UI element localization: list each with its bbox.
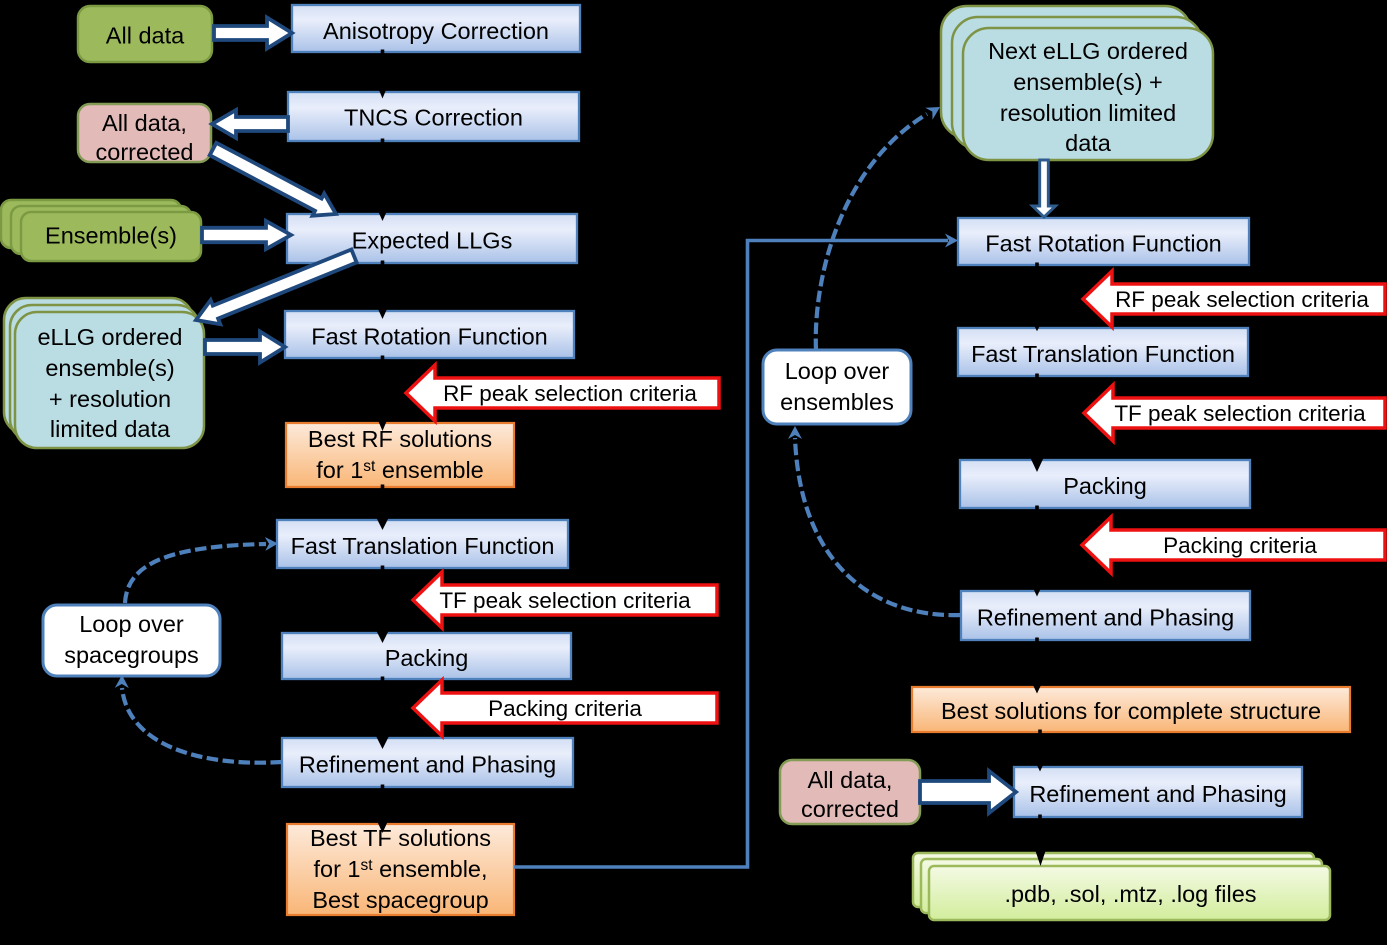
- svg-text:Fast Rotation Function: Fast Rotation Function: [985, 231, 1221, 257]
- svg-text:Packing: Packing: [385, 645, 469, 671]
- svg-text:Packing criteria: Packing criteria: [488, 696, 642, 721]
- svg-text:All data,: All data,: [102, 110, 187, 136]
- svg-text:ensembles: ensembles: [780, 389, 894, 415]
- svg-text:spacegroups: spacegroups: [64, 642, 199, 668]
- svg-text:RF peak selection criteria: RF peak selection criteria: [1115, 287, 1369, 312]
- svg-text:Refinement and Phasing: Refinement and Phasing: [299, 752, 556, 778]
- svg-text:Packing: Packing: [1063, 473, 1147, 499]
- svg-text:.pdb, .sol, .mtz, .log files: .pdb, .sol, .mtz, .log files: [1004, 881, 1256, 907]
- svg-text:resolution limited: resolution limited: [1000, 100, 1176, 126]
- svg-text:ensemble(s): ensemble(s): [45, 355, 174, 381]
- svg-text:corrected: corrected: [801, 796, 899, 822]
- svg-text:Fast Translation Function: Fast Translation Function: [291, 533, 555, 559]
- svg-text:Refinement and Phasing: Refinement and Phasing: [1029, 781, 1286, 807]
- svg-text:Loop over: Loop over: [79, 611, 184, 637]
- svg-text:Packing criteria: Packing criteria: [1163, 533, 1317, 558]
- svg-text:Best RF solutions: Best RF solutions: [308, 426, 492, 452]
- svg-text:RF peak selection criteria: RF peak selection criteria: [443, 381, 697, 406]
- svg-text:ensemble(s) +: ensemble(s) +: [1013, 69, 1163, 95]
- svg-text:corrected: corrected: [96, 139, 194, 165]
- svg-text:TNCS Correction: TNCS Correction: [344, 105, 523, 131]
- svg-text:eLLG ordered: eLLG ordered: [37, 324, 182, 350]
- svg-text:Ensemble(s): Ensemble(s): [45, 223, 177, 249]
- svg-text:for 1st ensemble,: for 1st ensemble,: [313, 856, 487, 882]
- svg-text:data: data: [1065, 130, 1112, 156]
- svg-text:TF peak selection criteria: TF peak selection criteria: [439, 588, 691, 613]
- svg-text:Best TF solutions: Best TF solutions: [310, 825, 491, 851]
- svg-text:Fast Rotation Function: Fast Rotation Function: [311, 324, 547, 350]
- svg-text:+ resolution: + resolution: [49, 386, 171, 412]
- svg-text:Expected LLGs: Expected LLGs: [352, 228, 513, 254]
- svg-text:Refinement and Phasing: Refinement and Phasing: [977, 605, 1234, 631]
- svg-text:for 1st ensemble: for 1st ensemble: [316, 457, 484, 483]
- svg-text:Next eLLG ordered: Next eLLG ordered: [988, 38, 1188, 64]
- svg-text:Best solutions for complete st: Best solutions for complete structure: [941, 698, 1321, 724]
- svg-text:limited data: limited data: [50, 416, 171, 442]
- svg-text:Loop over: Loop over: [785, 358, 890, 384]
- svg-text:All data: All data: [106, 23, 185, 49]
- svg-text:Best spacegroup: Best spacegroup: [312, 887, 488, 913]
- svg-text:TF peak selection criteria: TF peak selection criteria: [1114, 401, 1366, 426]
- svg-text:Anisotropy Correction: Anisotropy Correction: [323, 18, 549, 44]
- svg-text:All data,: All data,: [808, 767, 893, 793]
- svg-text:Fast Translation Function: Fast Translation Function: [971, 341, 1235, 367]
